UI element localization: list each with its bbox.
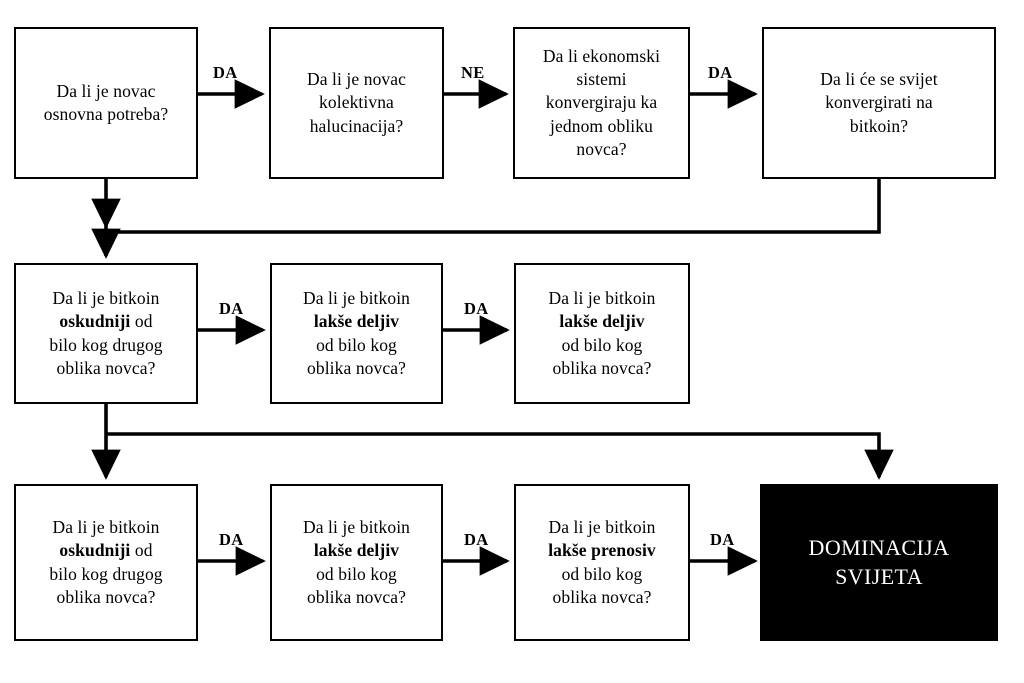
node-emphasis: lakše prenosiv xyxy=(548,540,656,561)
node-emphasis: oskudniji xyxy=(59,540,131,561)
edge-label-da-6: DA xyxy=(464,530,489,549)
connector-r1c4-to-r2c1 xyxy=(106,179,881,234)
edge-label-da-7: DA xyxy=(710,530,735,549)
edge-label-da-4: DA xyxy=(464,299,489,318)
edge-label-ne-1: NE xyxy=(461,63,485,82)
node-emphasis: lakše deljiv xyxy=(313,311,400,332)
node-emphasis: oskudniji xyxy=(59,311,131,332)
node-emphasis: lakše deljiv xyxy=(313,540,400,561)
edge-label-da-1: DA xyxy=(213,63,238,82)
edge-label-da-3: DA xyxy=(219,299,244,318)
connector-r2c1-to-terminal xyxy=(106,432,881,477)
edge-label-da-2: DA xyxy=(708,63,733,82)
node-emphasis: lakše deljiv xyxy=(559,311,645,332)
edge-label-da-5: DA xyxy=(219,530,244,549)
